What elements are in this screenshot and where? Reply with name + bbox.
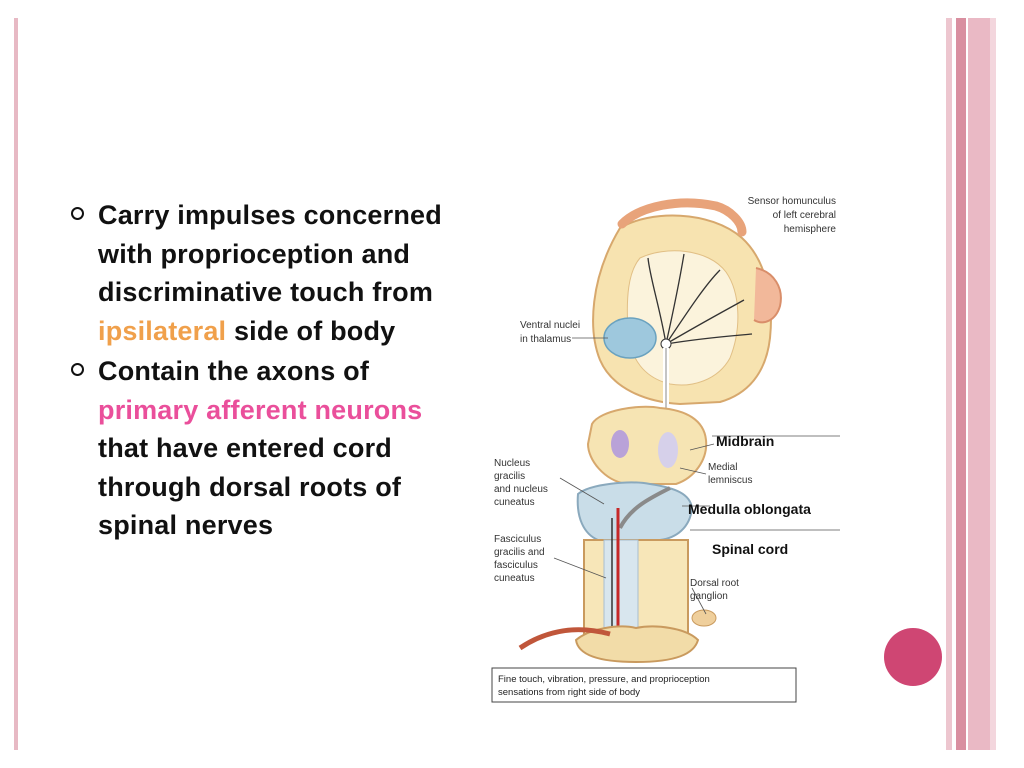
midbrain-label: Midbrain [716, 433, 774, 449]
caption-text: Fine touch, vibration, pressure, and pro… [498, 674, 710, 698]
bullet-text: Contain the axons of primary afferent ne… [98, 356, 422, 540]
midbrain-nucleus-shape [611, 430, 629, 458]
bullet-circle-icon [71, 363, 84, 376]
bullet-text-part: side of body [226, 315, 396, 346]
thalamocortical-fibers [647, 253, 753, 345]
right-border-stripe [990, 18, 996, 750]
dorsal-root-nerve-path [518, 627, 611, 651]
bullet-item: Carry impulses concerned with propriocep… [68, 196, 458, 350]
medulla-decussation-path [618, 486, 671, 529]
highlight-primary-afferent: primary afferent neurons [98, 394, 423, 425]
highlight-ipsilateral: ipsilateral [98, 315, 227, 346]
bullet-list: Carry impulses concerned with propriocep… [68, 196, 458, 547]
lemniscus-midbrain-shape [658, 432, 678, 468]
label-leader-lines [553, 337, 840, 615]
bullet-item: Contain the axons of primary afferent ne… [68, 352, 458, 545]
bullet-text-part: Carry impulses concerned with propriocep… [98, 200, 442, 307]
decorative-circle [884, 628, 942, 686]
homunculus-arm-shape [617, 198, 747, 237]
right-border-stripe [956, 18, 966, 750]
right-border-stripe [946, 18, 952, 750]
thalamic-nucleus-dot [660, 338, 672, 350]
bullet-text-part: Contain the axons of [98, 356, 370, 386]
dorsal-root-ganglion-shape [691, 609, 717, 627]
bullet-circle-icon [71, 207, 84, 220]
midbrain-shape [586, 405, 708, 485]
caption-box [491, 667, 797, 703]
spinal-cord-label: Spinal cord [712, 541, 788, 557]
left-border-rule [14, 18, 18, 750]
right-border-stripe [968, 18, 990, 750]
white-matter-shape [626, 250, 739, 386]
homunculus-face-shape [753, 267, 782, 324]
bullet-text: Carry impulses concerned with propriocep… [98, 200, 442, 346]
medulla-label: Medulla oblongata [688, 501, 811, 517]
bullet-text-part: that have entered cord through dorsal ro… [98, 433, 402, 540]
dorsal-column-shape [603, 539, 639, 641]
thalamus-shape [603, 317, 657, 359]
